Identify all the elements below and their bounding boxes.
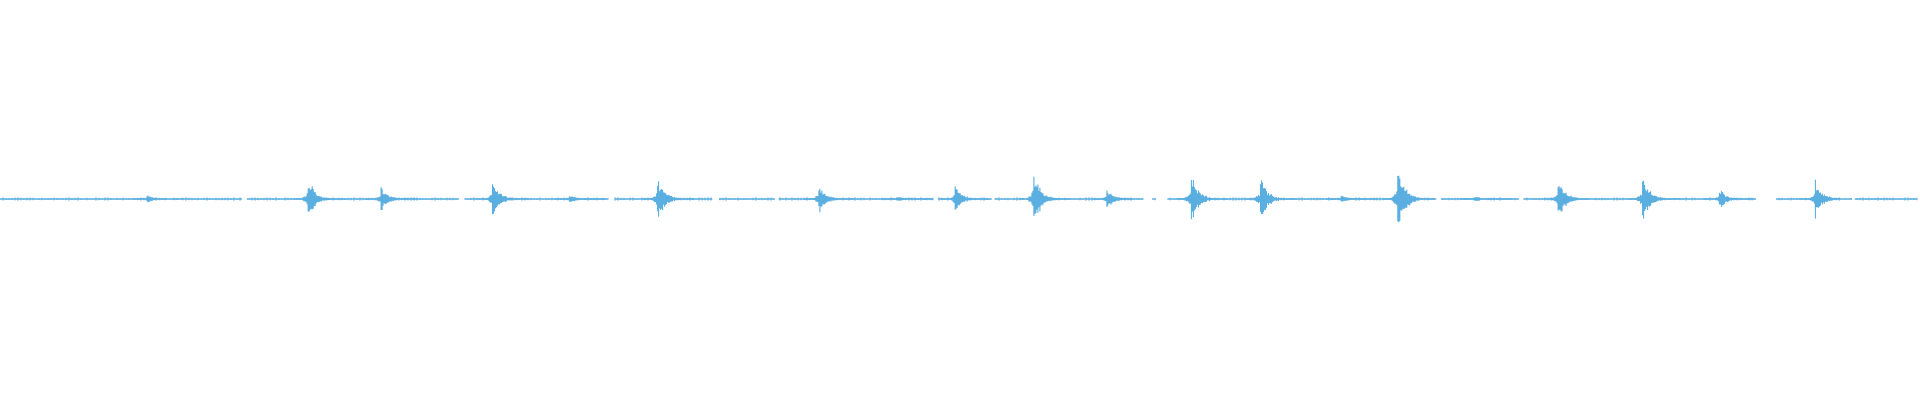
waveform-burst xyxy=(477,184,530,215)
waveform-burst-body xyxy=(1555,195,1567,203)
waveform-burst xyxy=(1019,176,1071,216)
waveform-burst xyxy=(804,188,856,213)
waveform-burst xyxy=(1092,190,1144,207)
waveform-burst-body xyxy=(1188,195,1201,203)
waveform-burst xyxy=(1245,180,1298,215)
waveform-burst-body xyxy=(817,196,827,202)
waveform-burst-body xyxy=(896,197,903,201)
waveform-burst-body xyxy=(1639,195,1652,203)
waveform-burst-body xyxy=(1718,196,1727,202)
waveform-bursts xyxy=(132,175,1852,223)
waveform-burst-body xyxy=(953,196,963,202)
waveform-burst xyxy=(554,196,606,202)
waveform-burst xyxy=(1704,191,1756,207)
waveform-burst xyxy=(293,186,345,212)
waveform-burst-body xyxy=(379,196,389,202)
waveform-burst-body xyxy=(490,195,501,203)
waveform-burst xyxy=(1383,175,1435,223)
waveform-burst-body xyxy=(1030,194,1044,204)
waveform-burst-body xyxy=(305,195,317,203)
waveform-burst-body xyxy=(1105,196,1115,202)
waveform-burst xyxy=(1800,179,1852,219)
waveform-burst xyxy=(882,197,934,201)
waveform-burst xyxy=(1176,180,1228,220)
waveform-burst-body xyxy=(1813,195,1824,203)
waveform-burst xyxy=(132,195,184,203)
waveform-burst-body xyxy=(1257,195,1270,203)
waveform-burst xyxy=(1628,180,1680,219)
waveform-burst xyxy=(643,181,695,217)
waveform-burst-body xyxy=(1340,197,1348,201)
waveform-burst-body xyxy=(1393,194,1408,204)
waveform-burst xyxy=(1326,195,1378,202)
waveform-burst-body xyxy=(568,197,576,201)
waveform-burst xyxy=(366,187,418,211)
waveform-burst xyxy=(1460,197,1512,201)
waveform-burst-body xyxy=(146,197,154,201)
waveform-burst xyxy=(1543,186,1595,212)
waveform-burst-body xyxy=(1474,197,1481,201)
waveform-burst-body xyxy=(654,195,667,203)
